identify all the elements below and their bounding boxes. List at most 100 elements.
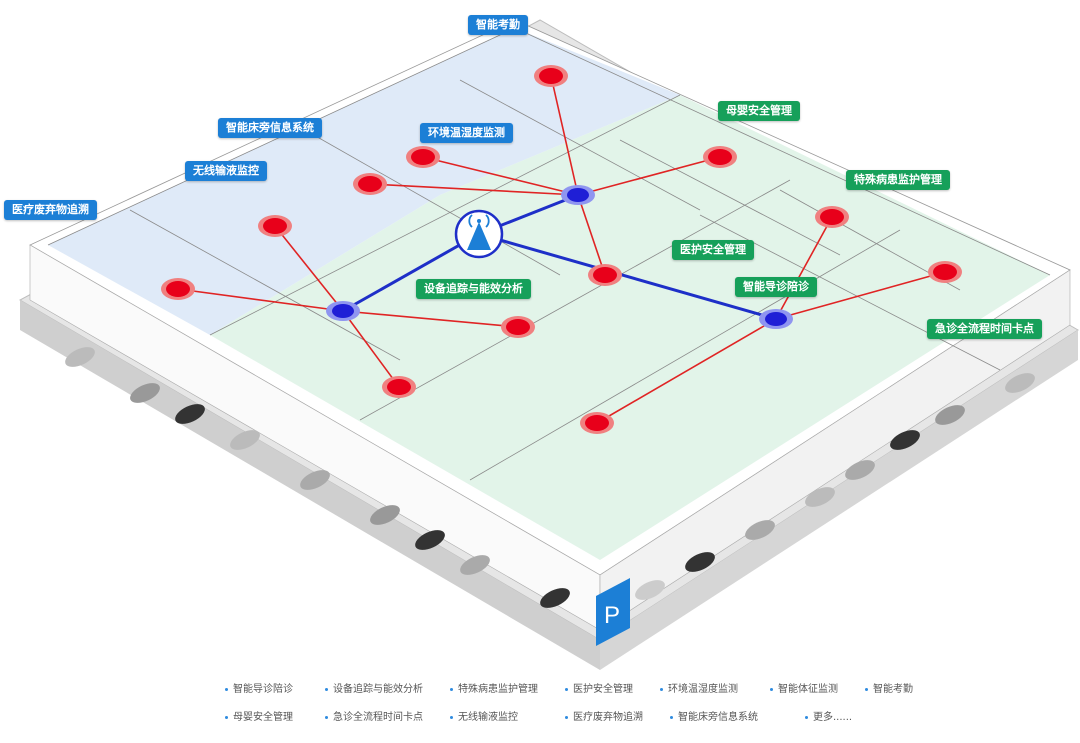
bullet-icon (770, 687, 773, 691)
legend-item: 环境温湿度监测 (660, 680, 738, 695)
legend-item-label: 设备追踪与能效分析 (333, 684, 423, 695)
legend-item: 智能床旁信息系统 (670, 708, 758, 723)
sensor-node (406, 146, 440, 168)
sensor-link (577, 156, 721, 196)
sensor-link (342, 310, 400, 388)
bullet-icon (670, 715, 673, 719)
legend-item: 智能导诊陪诊 (225, 680, 293, 695)
sensor-node (161, 278, 195, 300)
wireless-tower-icon (454, 209, 504, 259)
bullet-icon (225, 715, 228, 719)
legend-item: 无线输液监控 (450, 708, 518, 723)
car-icon (230, 430, 260, 450)
legend-item-label: 更多...... (813, 712, 853, 723)
label-equipment: 设备追踪与能效分析 (416, 279, 531, 299)
bullet-icon (805, 715, 808, 719)
label-waste: 医疗废弃物追溯 (4, 200, 97, 220)
sensor-node (815, 206, 849, 228)
sensor-link (177, 288, 344, 312)
legend-item: 智能考勤 (865, 680, 913, 695)
label-env-monitoring: 环境温湿度监测 (420, 123, 513, 143)
legend-item: 医疗废弃物追溯 (565, 708, 643, 723)
sensor-link (775, 216, 833, 320)
sensor-link (369, 183, 579, 196)
bullet-icon (225, 687, 228, 691)
bullet-icon (450, 687, 453, 691)
car-icon (415, 530, 445, 550)
car-icon (65, 347, 95, 367)
label-maternal: 母婴安全管理 (718, 101, 800, 121)
sensor-link (596, 318, 777, 424)
sensor-link (577, 194, 606, 276)
bullet-icon (565, 687, 568, 691)
backbone-link (342, 232, 480, 313)
sensor-node (588, 264, 622, 286)
sensor-link (274, 225, 344, 312)
sensor-link (422, 156, 579, 196)
car-icon (805, 487, 835, 507)
legend-item: 急诊全流程时间卡点 (325, 708, 423, 723)
legend-item-label: 智能体征监测 (778, 684, 838, 695)
legend-item-label: 智能导诊陪诊 (233, 684, 293, 695)
sensor-node (703, 146, 737, 168)
car-icon (370, 505, 400, 525)
legend-item: 更多...... (805, 708, 852, 723)
legend-item-label: 特殊病患监护管理 (458, 684, 538, 695)
legend-item: 特殊病患监护管理 (450, 680, 538, 695)
car-icon (130, 383, 160, 403)
car-icon (745, 520, 775, 540)
label-staff-safety: 医护安全管理 (672, 240, 754, 260)
legend-item-label: 母婴安全管理 (233, 712, 293, 723)
parking-sign: P (596, 578, 630, 646)
bullet-icon (565, 715, 568, 719)
legend-item-label: 智能床旁信息系统 (678, 712, 758, 723)
sensor-node (382, 376, 416, 398)
car-icon (890, 430, 920, 450)
legend-item-label: 急诊全流程时间卡点 (333, 712, 423, 723)
car-icon (460, 555, 490, 575)
bullet-icon (865, 687, 868, 691)
legend-item-label: 医疗废弃物追溯 (573, 712, 643, 723)
sensor-node (580, 412, 614, 434)
legend: 智能导诊陪诊 设备追踪与能效分析 特殊病患监护管理 医护安全管理 环境温湿度监测 智能体征… (225, 680, 925, 730)
sensor-link (342, 310, 519, 328)
backbone-link (478, 232, 777, 321)
legend-item-label: 智能考勤 (873, 684, 913, 695)
sensor-node (501, 316, 535, 338)
legend-item-label: 环境温湿度监测 (668, 684, 738, 695)
legend-item: 智能体征监测 (770, 680, 838, 695)
sensor-link (550, 75, 579, 196)
network-links (177, 75, 946, 424)
car-icon (540, 588, 570, 608)
bullet-icon (450, 715, 453, 719)
legend-item-label: 医护安全管理 (573, 684, 633, 695)
car-icon (1005, 373, 1035, 393)
parking-sign-text: P (604, 602, 620, 629)
legend-item: 医护安全管理 (565, 680, 633, 695)
sensor-node (534, 65, 568, 87)
label-infusion: 无线输液监控 (185, 161, 267, 181)
legend-item: 母婴安全管理 (225, 708, 293, 723)
car-icon (685, 552, 715, 572)
sensor-node (258, 215, 292, 237)
label-smart-guide: 智能导诊陪诊 (735, 277, 817, 297)
label-emergency: 急诊全流程时间卡点 (927, 319, 1042, 339)
sensor-nodes (161, 65, 962, 434)
network-hub (759, 309, 793, 329)
legend-item: 设备追踪与能效分析 (325, 680, 423, 695)
parked-cars (65, 347, 1035, 608)
bullet-icon (325, 715, 328, 719)
car-icon (935, 405, 965, 425)
bullet-icon (660, 687, 663, 691)
bullet-icon (325, 687, 328, 691)
legend-item-label: 无线输液监控 (458, 712, 518, 723)
car-icon (300, 470, 330, 490)
label-special-care: 特殊病患监护管理 (846, 170, 950, 190)
sensor-node (928, 261, 962, 283)
sensor-node (353, 173, 387, 195)
network-hub (561, 185, 595, 205)
car-icon (845, 460, 875, 480)
label-bedside-info: 智能床旁信息系统 (218, 118, 322, 138)
sensor-link (775, 271, 946, 320)
